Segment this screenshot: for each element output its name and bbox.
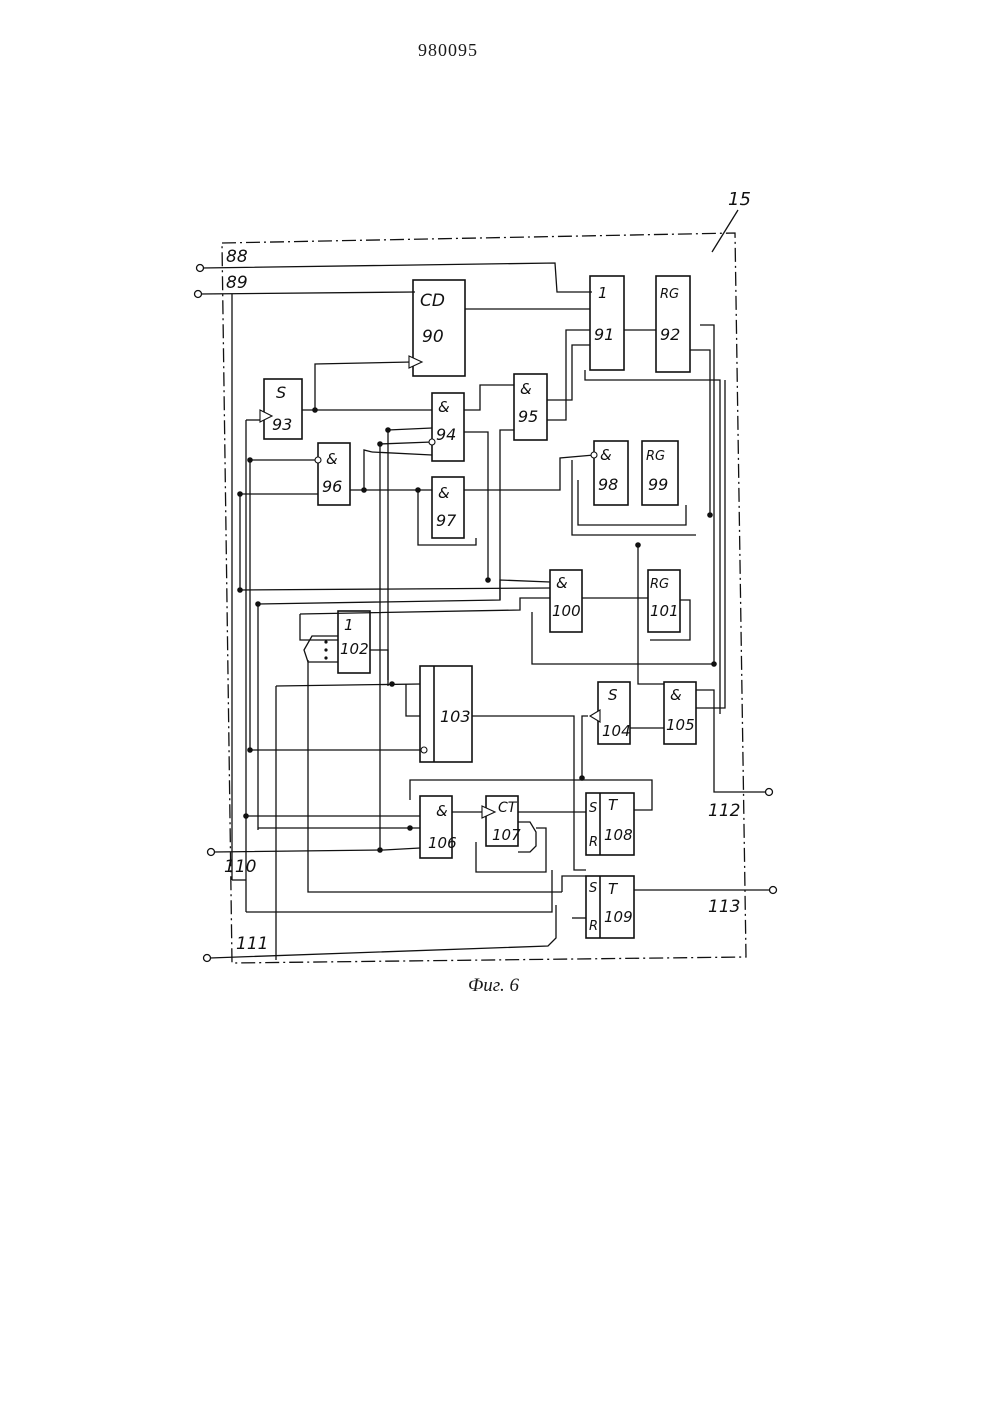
terminal-111-label: 111 <box>236 934 268 954</box>
block-109-number: 109 <box>604 908 633 926</box>
block-92: RG 92 <box>656 276 690 372</box>
terminal-89 <box>195 291 202 298</box>
block-99: RG 99 <box>642 441 678 505</box>
terminal-112-label: 112 <box>708 801 740 821</box>
block-102-symbol: 1 <box>344 616 354 634</box>
block-104-number: 104 <box>602 722 631 740</box>
block-105: & 105 <box>664 682 696 744</box>
junctions <box>237 407 717 853</box>
block-98-symbol: & <box>600 446 612 464</box>
block-91-number: 91 <box>594 325 614 344</box>
block-90-symbol: CD <box>420 291 445 311</box>
block-92-symbol: RG <box>660 287 679 302</box>
block-91-symbol: 1 <box>598 284 608 302</box>
block-103: 103 <box>420 666 472 762</box>
block-100: & 100 <box>550 570 582 632</box>
block-105-symbol: & <box>670 686 682 704</box>
block-97-symbol: & <box>438 484 450 502</box>
block-90-number: 90 <box>422 327 444 347</box>
block-106: & 106 <box>420 796 457 858</box>
block-104: S 104 <box>590 682 631 744</box>
block-93-symbol: S <box>276 383 286 402</box>
block-103-number: 103 <box>440 707 471 726</box>
terminal-88-label: 88 <box>226 247 248 267</box>
block-107: CT 107 <box>482 796 536 852</box>
terminal-110-label: 110 <box>224 857 256 877</box>
block-96: & 96 <box>315 443 350 505</box>
device-label: 15 <box>728 189 751 210</box>
block-107-number: 107 <box>492 826 521 844</box>
block-108-s: S <box>589 801 597 816</box>
block-108-symbol: T <box>608 796 619 814</box>
block-106-symbol: & <box>436 802 448 820</box>
terminal-89-label: 89 <box>226 273 248 293</box>
block-98-number: 98 <box>598 475 618 494</box>
block-109-r: R <box>589 919 598 934</box>
block-95: & 95 <box>514 374 547 440</box>
block-97-number: 97 <box>436 511 457 530</box>
block-101-symbol: RG <box>650 577 669 592</box>
block-104-symbol: S <box>608 686 618 704</box>
block-100-symbol: & <box>556 574 568 592</box>
block-95-symbol: & <box>520 380 532 398</box>
block-101: RG 101 <box>648 570 680 632</box>
block-95-number: 95 <box>518 407 538 426</box>
block-102: 1 102 <box>304 611 370 673</box>
block-96-symbol: & <box>326 450 338 468</box>
block-94-number: 94 <box>436 425 456 444</box>
block-101-number: 101 <box>650 602 679 620</box>
block-92-number: 92 <box>660 325 680 344</box>
block-98: & 98 <box>591 441 628 505</box>
block-99-number: 99 <box>648 475 668 494</box>
terminal-113-label: 113 <box>708 897 740 917</box>
block-96-number: 96 <box>322 477 342 496</box>
terminal-113 <box>770 887 777 894</box>
block-91: 1 91 <box>590 276 624 370</box>
block-108-number: 108 <box>604 826 633 844</box>
block-109-symbol: T <box>608 880 619 898</box>
block-107-symbol: CT <box>498 800 518 816</box>
block-108-r: R <box>589 835 598 850</box>
block-109-s: S <box>589 881 597 896</box>
block-100-number: 100 <box>552 602 581 620</box>
figure-caption: Фиг. 6 <box>468 975 519 997</box>
terminal-111 <box>204 955 211 962</box>
terminal-110 <box>208 849 215 856</box>
block-99-symbol: RG <box>646 449 665 464</box>
block-105-number: 105 <box>666 716 695 734</box>
block-93-number: 93 <box>272 415 292 434</box>
block-106-number: 106 <box>428 834 457 852</box>
block-109: S R T 109 <box>586 876 634 938</box>
terminal-88 <box>197 265 204 272</box>
device-boundary: 15 <box>222 189 751 963</box>
wires <box>200 263 770 960</box>
block-93: S 93 <box>260 379 302 439</box>
block-97: & 97 <box>432 477 464 538</box>
terminal-112 <box>766 789 773 796</box>
block-94: & 94 <box>429 393 464 461</box>
block-108: S R T 108 <box>586 793 634 855</box>
block-90: CD 90 <box>409 280 465 376</box>
block-102-number: 102 <box>340 640 369 658</box>
block-94-symbol: & <box>438 398 450 416</box>
